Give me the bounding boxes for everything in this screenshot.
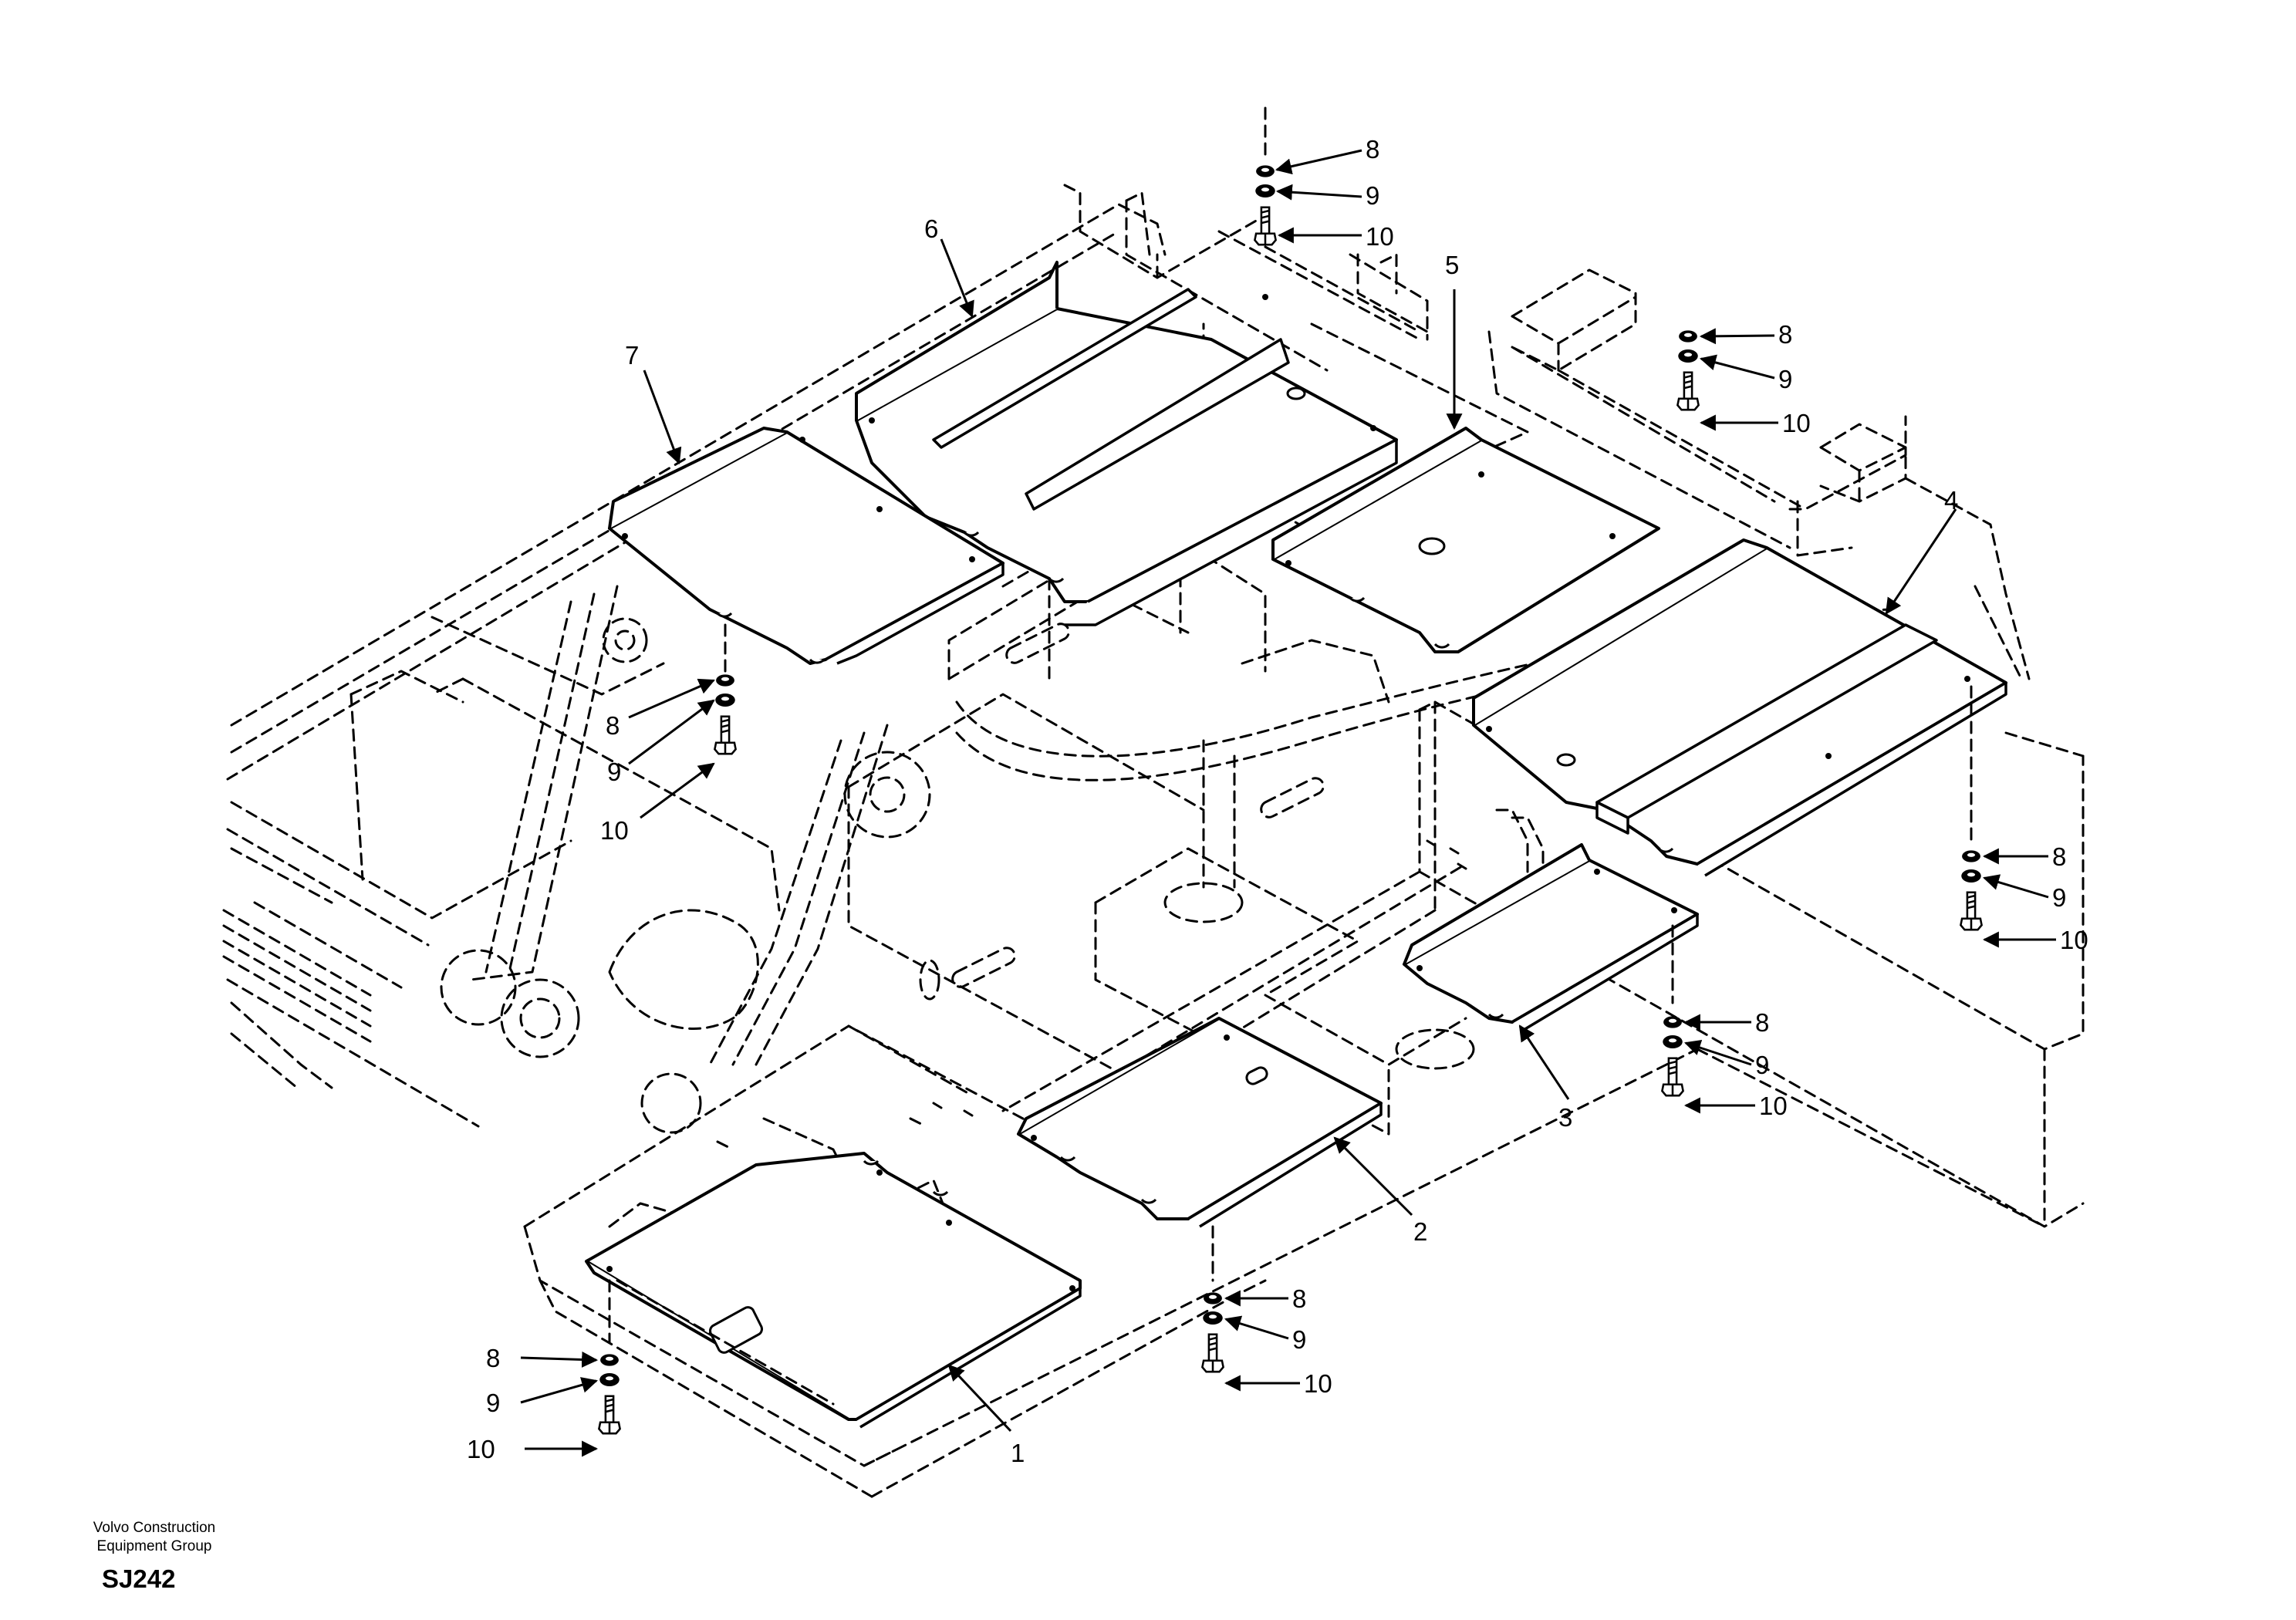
- callout-8: 8: [606, 711, 620, 740]
- callout-9: 9: [1778, 365, 1792, 393]
- leader-lines: [520, 149, 2056, 1457]
- callout-8: 8: [486, 1344, 500, 1372]
- callout-9: 9: [486, 1389, 500, 1417]
- callout-10: 10: [600, 816, 629, 845]
- callout-10: 10: [1366, 222, 1394, 251]
- callout-8: 8: [1366, 135, 1379, 164]
- fastener-stack-bottom-left: [598, 1279, 621, 1435]
- panel-4: [1472, 538, 2007, 877]
- callout-10: 10: [2060, 926, 2088, 954]
- callout-8: 8: [1292, 1284, 1306, 1313]
- panel-2: [1017, 1017, 1383, 1228]
- callout-7: 7: [625, 341, 639, 370]
- callout-9: 9: [1755, 1051, 1769, 1079]
- callout-4: 4: [1944, 486, 1958, 515]
- callout-9: 9: [607, 758, 621, 786]
- diagram-code: SJ242: [102, 1564, 176, 1593]
- callout-10: 10: [1759, 1092, 1788, 1120]
- footer-company-line1: Volvo Construction: [93, 1520, 216, 1536]
- callout-8: 8: [1778, 320, 1792, 349]
- fastener-stack-right: [1960, 685, 1983, 931]
- fastener-stack-left: [714, 623, 737, 755]
- callout-3: 3: [1558, 1103, 1572, 1132]
- fastener-stack-top: [1254, 106, 1277, 246]
- fastener-stack-mid-right: [1661, 924, 1684, 1097]
- callout-9: 9: [2052, 883, 2066, 912]
- callout-6: 6: [924, 214, 938, 243]
- callout-8: 8: [1755, 1008, 1769, 1037]
- callout-1: 1: [1011, 1439, 1025, 1467]
- callout-10: 10: [1304, 1369, 1332, 1398]
- panel-1: [585, 1152, 1082, 1429]
- callout-10: 10: [467, 1435, 495, 1463]
- panel-7: [608, 427, 1004, 665]
- panel-6: [855, 261, 1398, 626]
- callout-2: 2: [1413, 1217, 1427, 1246]
- frame-phantom-lines: [222, 184, 2085, 1498]
- fastener-stack-mid: [1201, 1225, 1224, 1373]
- panel-3: [1403, 843, 1699, 1031]
- callout-labels: 1 2 3 4 5 6 7 8 9 10 8 9 10 8 9 10 8 9 1…: [467, 135, 2088, 1467]
- callout-9: 9: [1366, 181, 1379, 210]
- callout-10: 10: [1782, 409, 1811, 437]
- callout-8: 8: [2052, 842, 2066, 871]
- callout-9: 9: [1292, 1325, 1306, 1354]
- fastener-stack-right-top: [1676, 329, 1700, 411]
- footer-company-line2: Equipment Group: [96, 1538, 212, 1554]
- panel-5: [1271, 427, 1660, 653]
- callout-5: 5: [1445, 251, 1459, 279]
